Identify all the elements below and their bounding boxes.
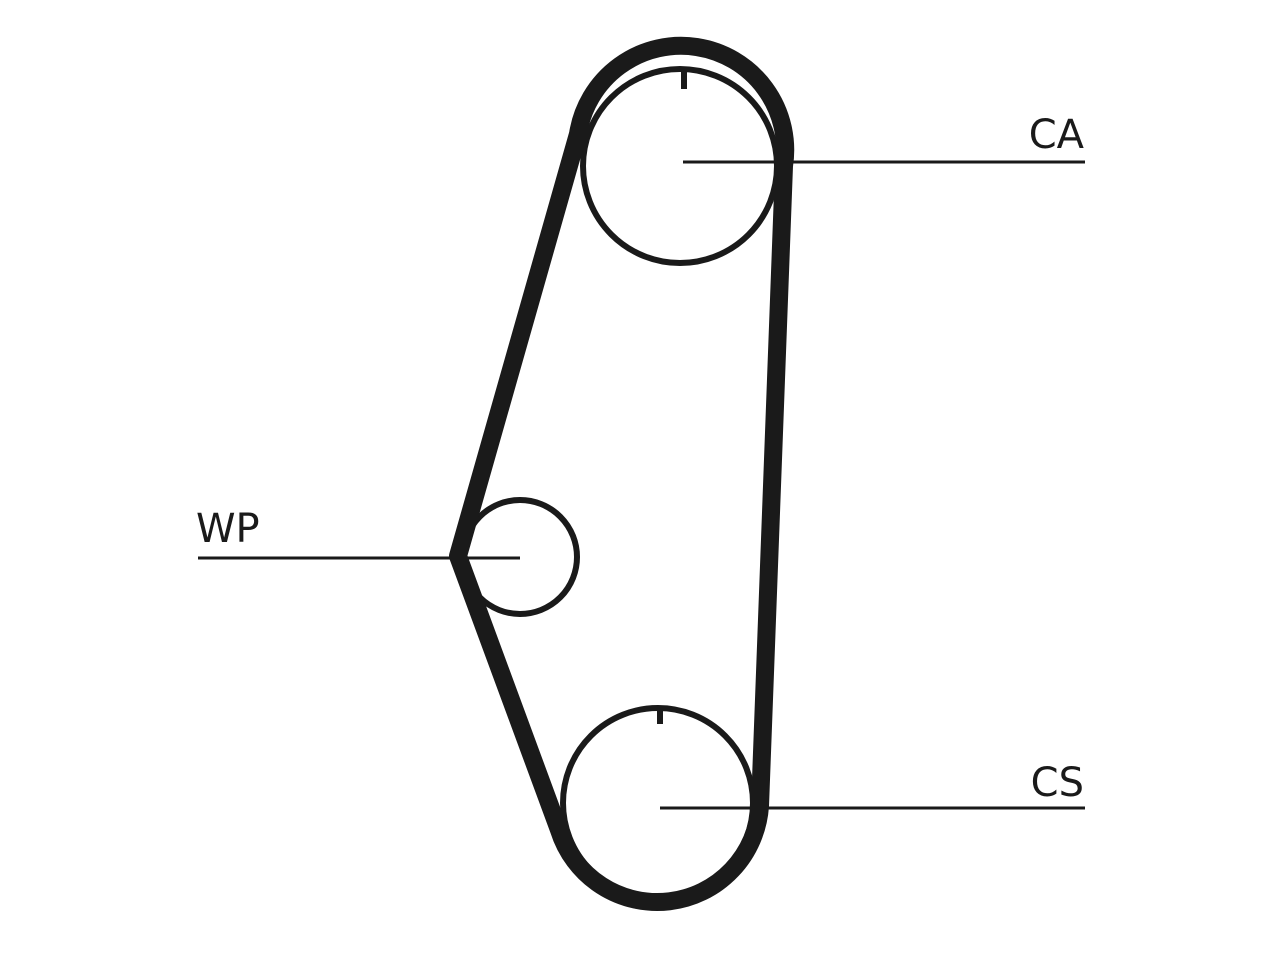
timing-belt xyxy=(449,36,795,911)
water-pump-label: WP xyxy=(196,506,260,552)
camshaft-pulley xyxy=(580,66,780,266)
crankshaft-label: CS xyxy=(1031,760,1084,806)
camshaft-label: CA xyxy=(1029,112,1085,158)
